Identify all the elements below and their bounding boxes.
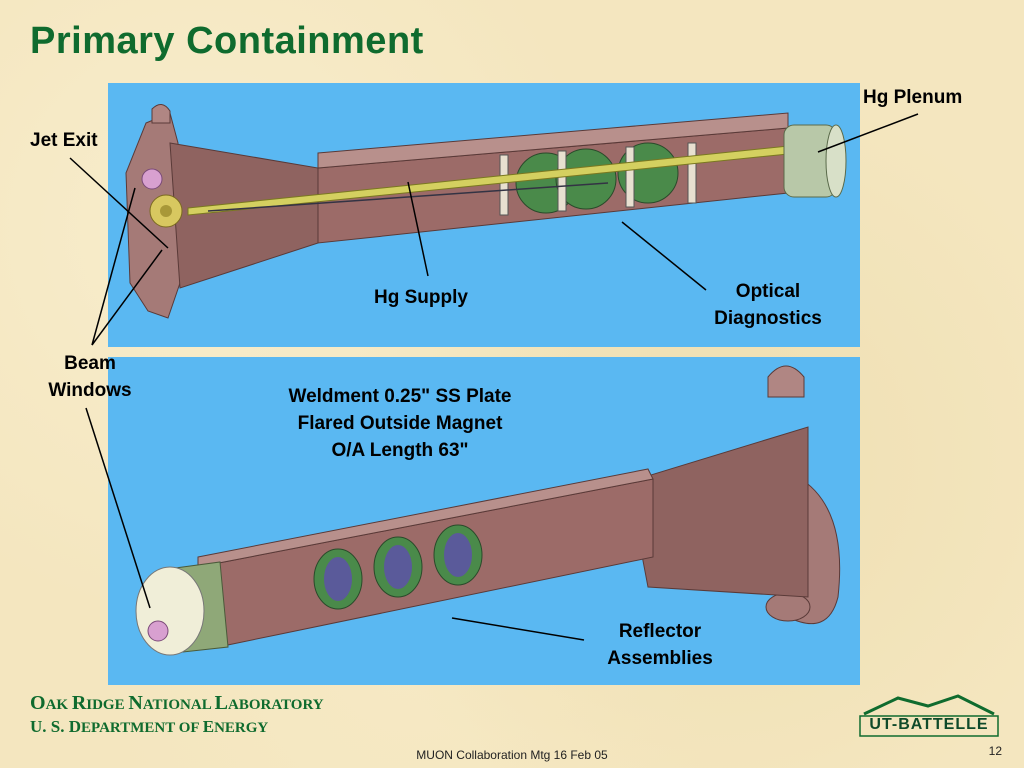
lab-initial-l: L [214,692,228,714]
reflector-line-2: Assemblies [607,648,713,669]
doe-text-2: EPARTMENT OF [81,720,203,736]
beam-windows-line-2: Windows [48,380,132,401]
ut-battelle-logo: UT-BATTELLE [858,692,1000,738]
doe-text-4: NERGY [214,720,269,736]
lab-name: OAK RIDGE NATIONAL LABORATORY [30,692,324,715]
lab-initial-n: N [128,692,143,714]
containment-top-drawing [125,104,847,319]
optical-diagnostics-line-1: Optical [735,281,801,302]
weldment-description: Weldment 0.25" SS Plate Flared Outside M… [250,383,550,464]
jet-exit-label: Jet Exit [30,130,98,151]
lab-text-aboratory: ABORATORY [227,697,324,713]
containment-bottom-drawing [135,365,841,656]
lab-text-ational: ATIONAL [142,697,215,713]
reflector-assemblies-label: Reflector Assemblies [590,618,730,672]
weldment-line-1: Weldment 0.25" SS Plate [288,386,512,407]
page-number: 12 [988,744,1002,758]
weldment-line-3: O/A Length 63" [331,440,469,461]
optical-diagnostics-assembly [499,142,697,216]
doe-text-3: E [202,717,215,736]
hg-plenum-label: Hg Plenum [863,87,963,108]
lab-initial-r: R [71,692,87,714]
bottom-cad-panel [108,357,860,685]
lab-initial-o: O [30,692,46,714]
logo-text: UT-BATTELLE [869,716,989,733]
doe-name: U. S. DEPARTMENT OF ENERGY [30,717,268,737]
optical-diagnostics-line-2: Diagnostics [714,308,822,329]
top-cad-panel [108,83,860,347]
lab-text-ak: AK [45,697,72,713]
doe-text-1: U. S. D [30,717,82,736]
beam-windows-line-1: Beam [64,353,116,374]
footer-text: MUON Collaboration Mtg 16 Feb 05 [416,748,608,762]
reflector-line-1: Reflector [618,621,702,642]
slide-title: Primary Containment [30,20,424,62]
weldment-line-2: Flared Outside Magnet [297,413,503,434]
beam-windows-label: Beam Windows [36,350,144,404]
reflector-assemblies [313,524,483,610]
optical-diagnostics-label: Optical Diagnostics [700,278,836,332]
hg-supply-label: Hg Supply [374,287,468,308]
lab-text-idge: IDGE [86,697,129,713]
